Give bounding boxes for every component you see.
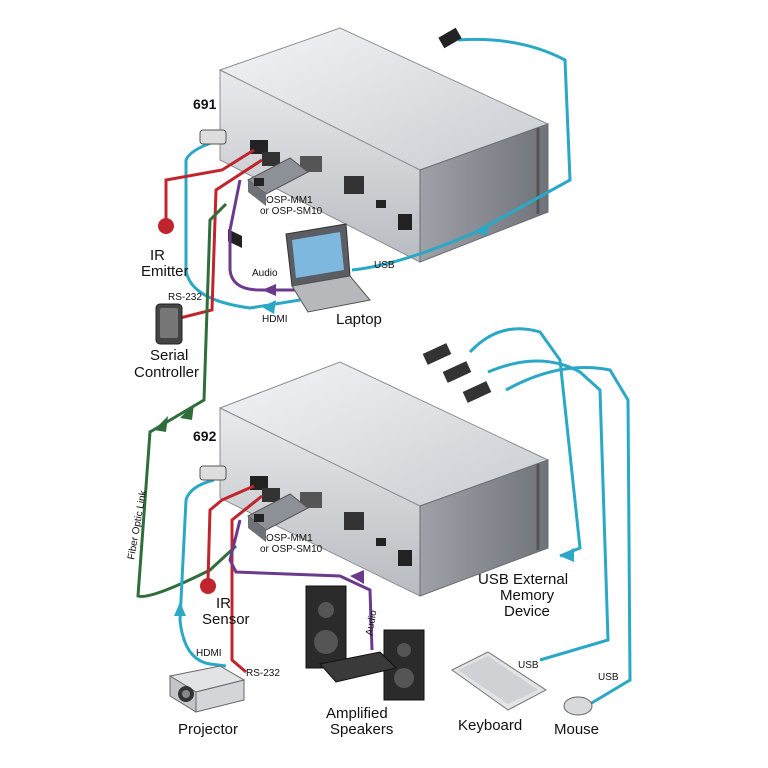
usb-memory-label-3: Device <box>504 603 550 620</box>
usb-label-top: USB <box>374 260 395 271</box>
ir-emitter-label-1: IR <box>150 247 165 264</box>
ir-sensor-icon <box>200 578 216 594</box>
module-label-bottom-1: OSP-MM1 <box>266 533 313 544</box>
ir-port <box>250 140 268 154</box>
audio-label-top: Audio <box>252 268 278 279</box>
module-label-top-2: or OSP-SM10 <box>260 206 323 217</box>
hdmi-cable-bottom <box>178 478 227 668</box>
mouse-label: Mouse <box>554 721 599 738</box>
device-691 <box>218 27 550 263</box>
usb-cable-memory <box>468 327 582 558</box>
audio-cable-bottom <box>228 519 374 651</box>
projector-icon <box>168 665 246 713</box>
ir-sensor-cable <box>206 484 255 581</box>
module-label-bottom-2: or OSP-SM10 <box>260 544 323 555</box>
speakers-label-2: Speakers <box>330 721 393 738</box>
usb-cable-keyboard <box>487 359 610 662</box>
ir-sensor-label-2: Sensor <box>202 611 250 628</box>
sfp-module-bottom <box>247 493 309 542</box>
sfp-port <box>300 156 322 172</box>
serial-controller-label-2: Controller <box>134 364 199 381</box>
ethernet-port <box>344 176 364 194</box>
usb-label-keyboard: USB <box>518 660 539 671</box>
usb-plugs-bottom <box>422 343 492 403</box>
ir-sensor-label-1: IR <box>216 595 231 612</box>
usb-port <box>376 200 386 208</box>
hdmi-label-bottom: HDMI <box>196 648 222 659</box>
hdmi-cable-top <box>184 140 301 310</box>
keyboard-icon <box>451 651 547 711</box>
usb-cable-top <box>351 37 572 272</box>
rs232-cable-bottom <box>230 494 263 674</box>
usb-memory-label-1: USB External <box>478 571 568 588</box>
usb-label-mouse: USB <box>598 672 619 683</box>
power-port <box>398 214 412 230</box>
rs232-port <box>262 152 280 166</box>
mouse-icon <box>563 696 593 716</box>
hdmi-plug-bottom <box>199 465 227 481</box>
audio-label-bottom: Audio <box>364 609 379 637</box>
device-692 <box>218 361 550 597</box>
keyboard-label: Keyboard <box>458 717 522 734</box>
rs232-label-top: RS-232 <box>168 292 202 303</box>
serial-controller-label-1: Serial <box>150 347 188 364</box>
rs232-label-bottom: RS-232 <box>246 668 280 679</box>
module-label-top-1: OSP-MM1 <box>266 195 313 206</box>
serial-controller-icon <box>155 303 183 345</box>
laptop-icon <box>285 223 371 313</box>
fiber-optic-cable <box>136 202 238 598</box>
speakers-label-1: Amplified <box>326 705 388 722</box>
fiber-link-label: Fiber Optic Link <box>126 489 149 561</box>
ir-emitter-icon <box>158 218 174 234</box>
sfp-module-top <box>247 157 309 206</box>
rs232-cable-top <box>179 158 263 320</box>
audio-cable-top <box>228 179 296 292</box>
device-label-692: 692 <box>193 428 217 444</box>
usb-cable-mouse <box>505 366 632 706</box>
speakers-icon <box>305 585 425 701</box>
usb-memory-label-2: Memory <box>500 587 555 604</box>
projector-label: Projector <box>178 721 238 738</box>
hdmi-label-top: HDMI <box>262 314 288 325</box>
usb-plug-top <box>438 27 462 49</box>
ir-emitter-label-2: Emitter <box>141 263 189 280</box>
laptop-label: Laptop <box>336 311 382 328</box>
device-label-691: 691 <box>193 96 217 112</box>
hdmi-plug-top <box>199 129 227 145</box>
ir-emitter-cable <box>164 148 255 220</box>
